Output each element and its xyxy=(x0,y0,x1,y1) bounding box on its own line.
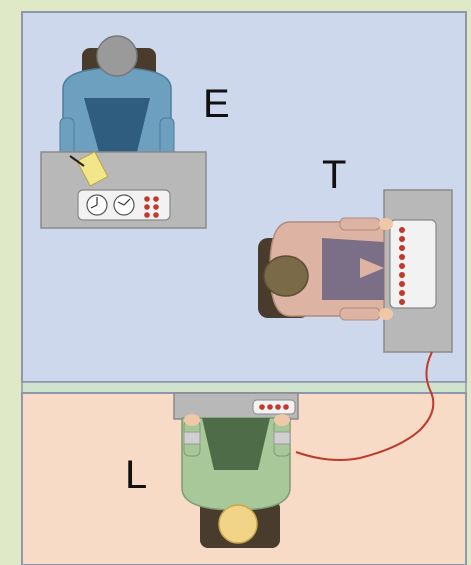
learner-left-strap xyxy=(184,432,200,444)
teacher xyxy=(258,218,393,320)
teacher-left-hand xyxy=(379,218,393,230)
teacher-left-arm xyxy=(340,218,380,230)
teacher-head xyxy=(264,256,308,296)
dial-icon xyxy=(87,195,107,215)
partition-wall xyxy=(22,382,466,393)
dial-icon xyxy=(114,195,134,215)
learner-label: L xyxy=(125,455,147,495)
experimenter-desk xyxy=(41,152,206,228)
learner-right-strap xyxy=(274,432,290,444)
teacher-right-arm xyxy=(340,308,380,320)
teacher-label: T xyxy=(322,155,346,195)
learner-right-hand xyxy=(274,414,290,426)
teacher-right-hand xyxy=(379,308,393,320)
experimenter-label: E xyxy=(203,84,230,124)
indicator-lights-icon xyxy=(399,227,405,305)
shock-generator-panel xyxy=(390,220,436,308)
learner-left-hand xyxy=(184,414,200,426)
teacher-desk xyxy=(384,190,452,352)
learner-head xyxy=(219,505,257,543)
experimenter-head xyxy=(97,36,137,76)
